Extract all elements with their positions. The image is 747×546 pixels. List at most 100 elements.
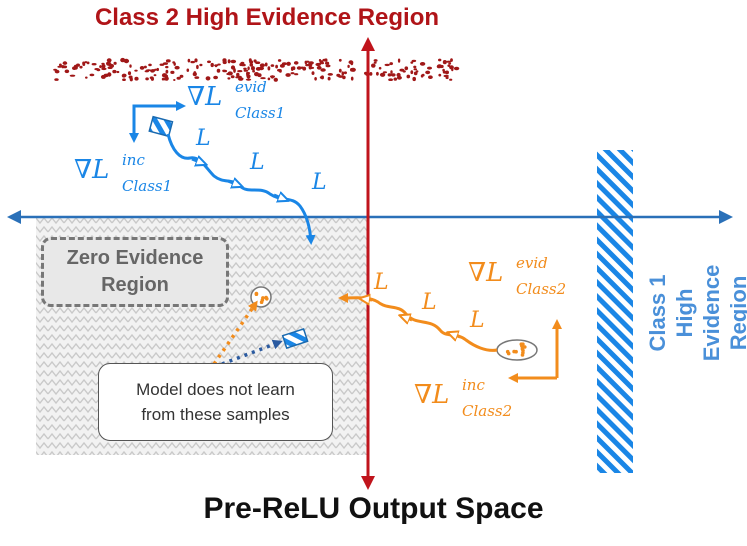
class2-evidence-dot [194,58,198,63]
class2-evidence-dot [343,71,347,75]
dead-class2-sample-point [254,292,259,297]
class2-evidence-dot [186,68,190,72]
class2-evidence-dot [107,72,112,77]
class2-evidence-dot [251,66,255,71]
class2-loss-marker [404,317,413,320]
class2-sample-point [523,345,527,349]
class1-loss-label: L [312,170,327,195]
class2-evidence-dot [163,78,168,81]
class2-evidence-dot [413,65,417,69]
class2-evidence-dot [101,64,106,69]
class2-evidence-dot [275,64,278,69]
class2-evidence-dot [199,63,203,67]
class2-evid-gradient-label: ∇L evid Class2 [468,254,567,298]
class2-evidence-dot [413,71,418,76]
class2-evidence-dot [264,62,268,67]
class2-evidence-dot [165,69,169,74]
dead-class1-sample [281,327,309,350]
class2-evidence-dot [338,58,342,62]
class2-evidence-dot [249,60,254,64]
class2-evidence-dot [320,68,326,72]
class2-evidence-dot [445,70,449,75]
note-text: Model does not learn from these samples [136,380,295,424]
class2-evidence-dot [270,75,274,79]
class2-evidence-dot [304,61,308,65]
class2-evidence-dot [390,70,393,74]
class2-evidence-dot [238,77,244,80]
class2-evidence-dot [162,62,168,65]
class2-evidence-dot [311,71,315,75]
class2-evidence-dot [165,59,171,63]
class2-evidence-dot [267,77,271,81]
class2-evidence-dot [387,73,392,77]
class2-evidence-dot [226,72,232,76]
class2-evidence-dot [187,58,191,63]
class2-evidence-dot [61,65,65,69]
class2-evidence-dot [230,59,237,64]
class2-evidence-dot [315,62,322,67]
class2-evidence-dot [192,72,197,77]
class2-evidence-dot [150,77,154,81]
class2-evidence-dot [438,73,442,77]
class2-sample-point [519,342,524,347]
class2-evidence-dot [428,75,433,79]
class2-evidence-dot [281,62,287,66]
class2-loss-label: L [470,308,485,333]
class2-evidence-dot [245,78,252,81]
class2-evidence-dot [99,65,102,69]
class2-evidence-dot [419,62,426,66]
class2-evidence-dot [350,76,354,81]
zero-evidence-label: Zero Evidence Region [66,247,204,296]
class2-evidence-dot [347,64,350,68]
class2-evidence-dot [290,66,294,72]
class2-evidence-dot [227,59,231,64]
class2-evidence-dot [85,76,88,79]
class2-evidence-dot [112,69,117,74]
dead-class2-sample-point [261,296,265,300]
class2-evidence-dot [101,62,105,65]
class2-evidence-dot [319,61,325,65]
class2-evidence-dot [106,61,111,66]
class2-evidence-dot [412,76,417,82]
class2-evidence-dot [448,62,452,65]
class2-evidence-dot [296,66,302,70]
class2-evidence-dot [176,76,181,80]
class2-evidence-dot [57,65,62,68]
class2-evidence-dot [348,60,354,65]
class2-evidence-dot [307,62,313,67]
class2-evidence-dot [379,72,386,77]
class2-evidence-dot [54,69,60,74]
class2-evidence-dot [314,77,317,81]
class1-loss-label: L [196,126,211,151]
class2-evidence-dot [285,73,291,77]
class2-evidence-dot [170,70,175,74]
class2-evidence-dot [190,60,195,64]
note-box: Model does not learn from these samples [98,363,333,441]
class1-loss-marker [191,159,202,163]
dead-class2-sample-point [259,300,264,305]
class2-evidence-dot [325,61,330,65]
class2-evidence-dot [106,58,112,63]
class2-evidence-dot [413,68,418,71]
class2-evidence-dot [453,66,460,71]
class2-evidence-dot [127,71,132,76]
class2-evidence-dot [216,68,221,73]
class2-evidence-dot [277,68,282,72]
class2-evidence-dot [156,67,159,72]
class2-evidence-dot [267,66,271,71]
class2-evidence-dot [445,76,449,80]
class2-evidence-dot [145,69,152,72]
class2-evidence-dot [196,64,199,70]
class2-evidence-dot [446,60,452,63]
class2-evidence-dot [450,58,453,62]
class1-region-title: Class 1 High Evidence Region [645,264,747,362]
class2-evidence-dot [227,77,231,80]
class2-evidence-dot [122,78,126,81]
class2-evidence-dot [134,69,138,72]
class2-evidence-dot [69,74,76,77]
class2-evidence-dot [294,73,299,76]
class2-evidence-dot [120,57,126,63]
class2-evidence-dot [246,74,251,79]
class1-inc-gradient-label: ∇L inc Class1 [74,151,173,195]
class2-evidence-dot [277,59,282,62]
